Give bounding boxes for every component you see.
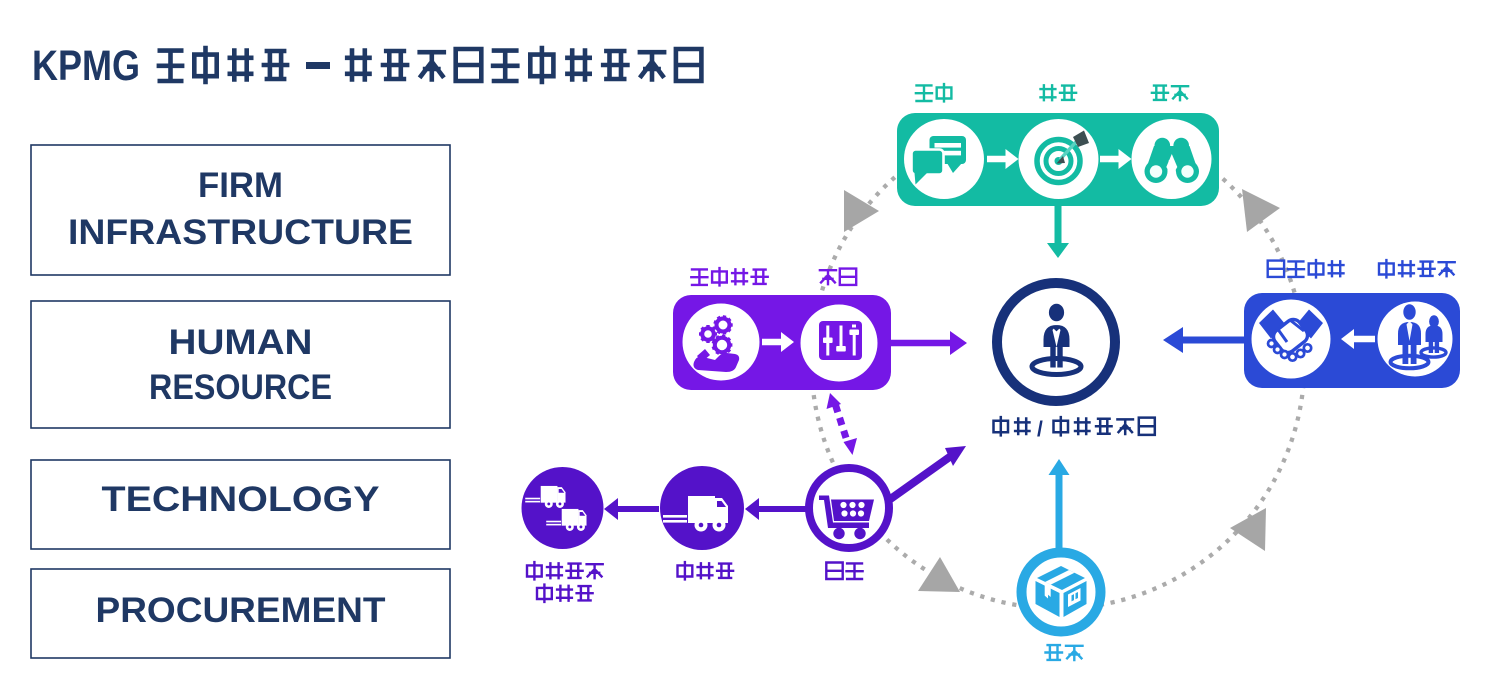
- svg-text:TECHNOLOGY: TECHNOLOGY: [102, 480, 380, 519]
- svg-text:HUMAN: HUMAN: [169, 323, 313, 362]
- svg-text:PROCUREMENT: PROCUREMENT: [96, 591, 386, 630]
- svg-text:/: /: [1037, 418, 1043, 441]
- svg-text:INFRASTRUCTURE: INFRASTRUCTURE: [68, 213, 413, 252]
- svg-text:RESOURCE: RESOURCE: [149, 368, 332, 407]
- svg-text:KPMG: KPMG: [32, 42, 140, 90]
- svg-text:FIRM: FIRM: [198, 166, 283, 205]
